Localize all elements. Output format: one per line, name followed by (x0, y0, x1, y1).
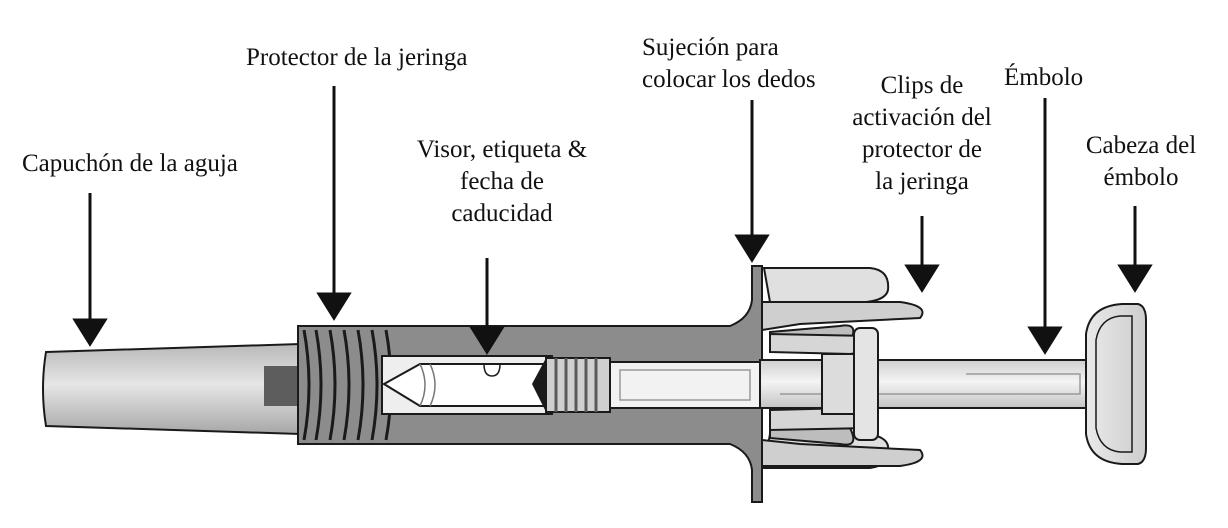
label-activation-clips-line-2: activación del (852, 104, 992, 131)
arrow-plunger-head (1117, 206, 1153, 293)
needle-cap (42, 342, 304, 436)
arrow-needle-cap (72, 193, 108, 347)
label-activation-clips-line-1: Clips de (880, 72, 964, 99)
viewing-window (381, 355, 761, 415)
label-needle-cap-line-1: Capuchón de la aguja (22, 150, 238, 177)
plunger-rod (759, 327, 1091, 441)
label-plunger: Émbolo (1004, 62, 1083, 94)
label-plunger-line-1: Émbolo (1004, 64, 1084, 91)
label-plunger-head-line-1: Cabeza del (1085, 132, 1197, 159)
label-syringe-guard-line-1: Protector de la jeringa (246, 44, 468, 71)
label-viewer-line-1: Visor, etiqueta & (416, 136, 588, 163)
activation-clips (761, 267, 924, 469)
label-viewer-line-3: caducidad (451, 200, 553, 227)
label-needle-cap: Capuchón de la aguja (22, 148, 238, 180)
guard-thread-rings (302, 329, 393, 441)
label-plunger-head-line-2: émbolo (1103, 164, 1179, 191)
arrow-syringe-guard (316, 86, 352, 321)
label-activation-clips-line-4: la jeringa (875, 168, 969, 195)
arrow-finger-grip (734, 100, 770, 263)
label-finger-grip: Sujeción para colocar los dedos (642, 32, 816, 96)
arrow-viewer (469, 258, 505, 355)
label-plunger-head: Cabeza del émbolo (1086, 130, 1196, 194)
label-viewer-line-2: fecha de (460, 168, 544, 195)
label-finger-grip-line-1: Sujeción para (642, 34, 779, 61)
label-finger-grip-line-2: colocar los dedos (642, 66, 816, 93)
label-activation-clips-line-3: protector de (861, 136, 983, 163)
label-viewer: Visor, etiqueta & fecha de caducidad (417, 134, 587, 230)
callout-arrows (72, 86, 1153, 355)
arrow-activation-clips (904, 216, 940, 293)
plunger-head (1085, 303, 1147, 465)
label-syringe-guard: Protector de la jeringa (246, 42, 467, 74)
arrow-plunger (1027, 98, 1063, 355)
label-activation-clips: Clips de activación del protector de la … (852, 70, 992, 198)
